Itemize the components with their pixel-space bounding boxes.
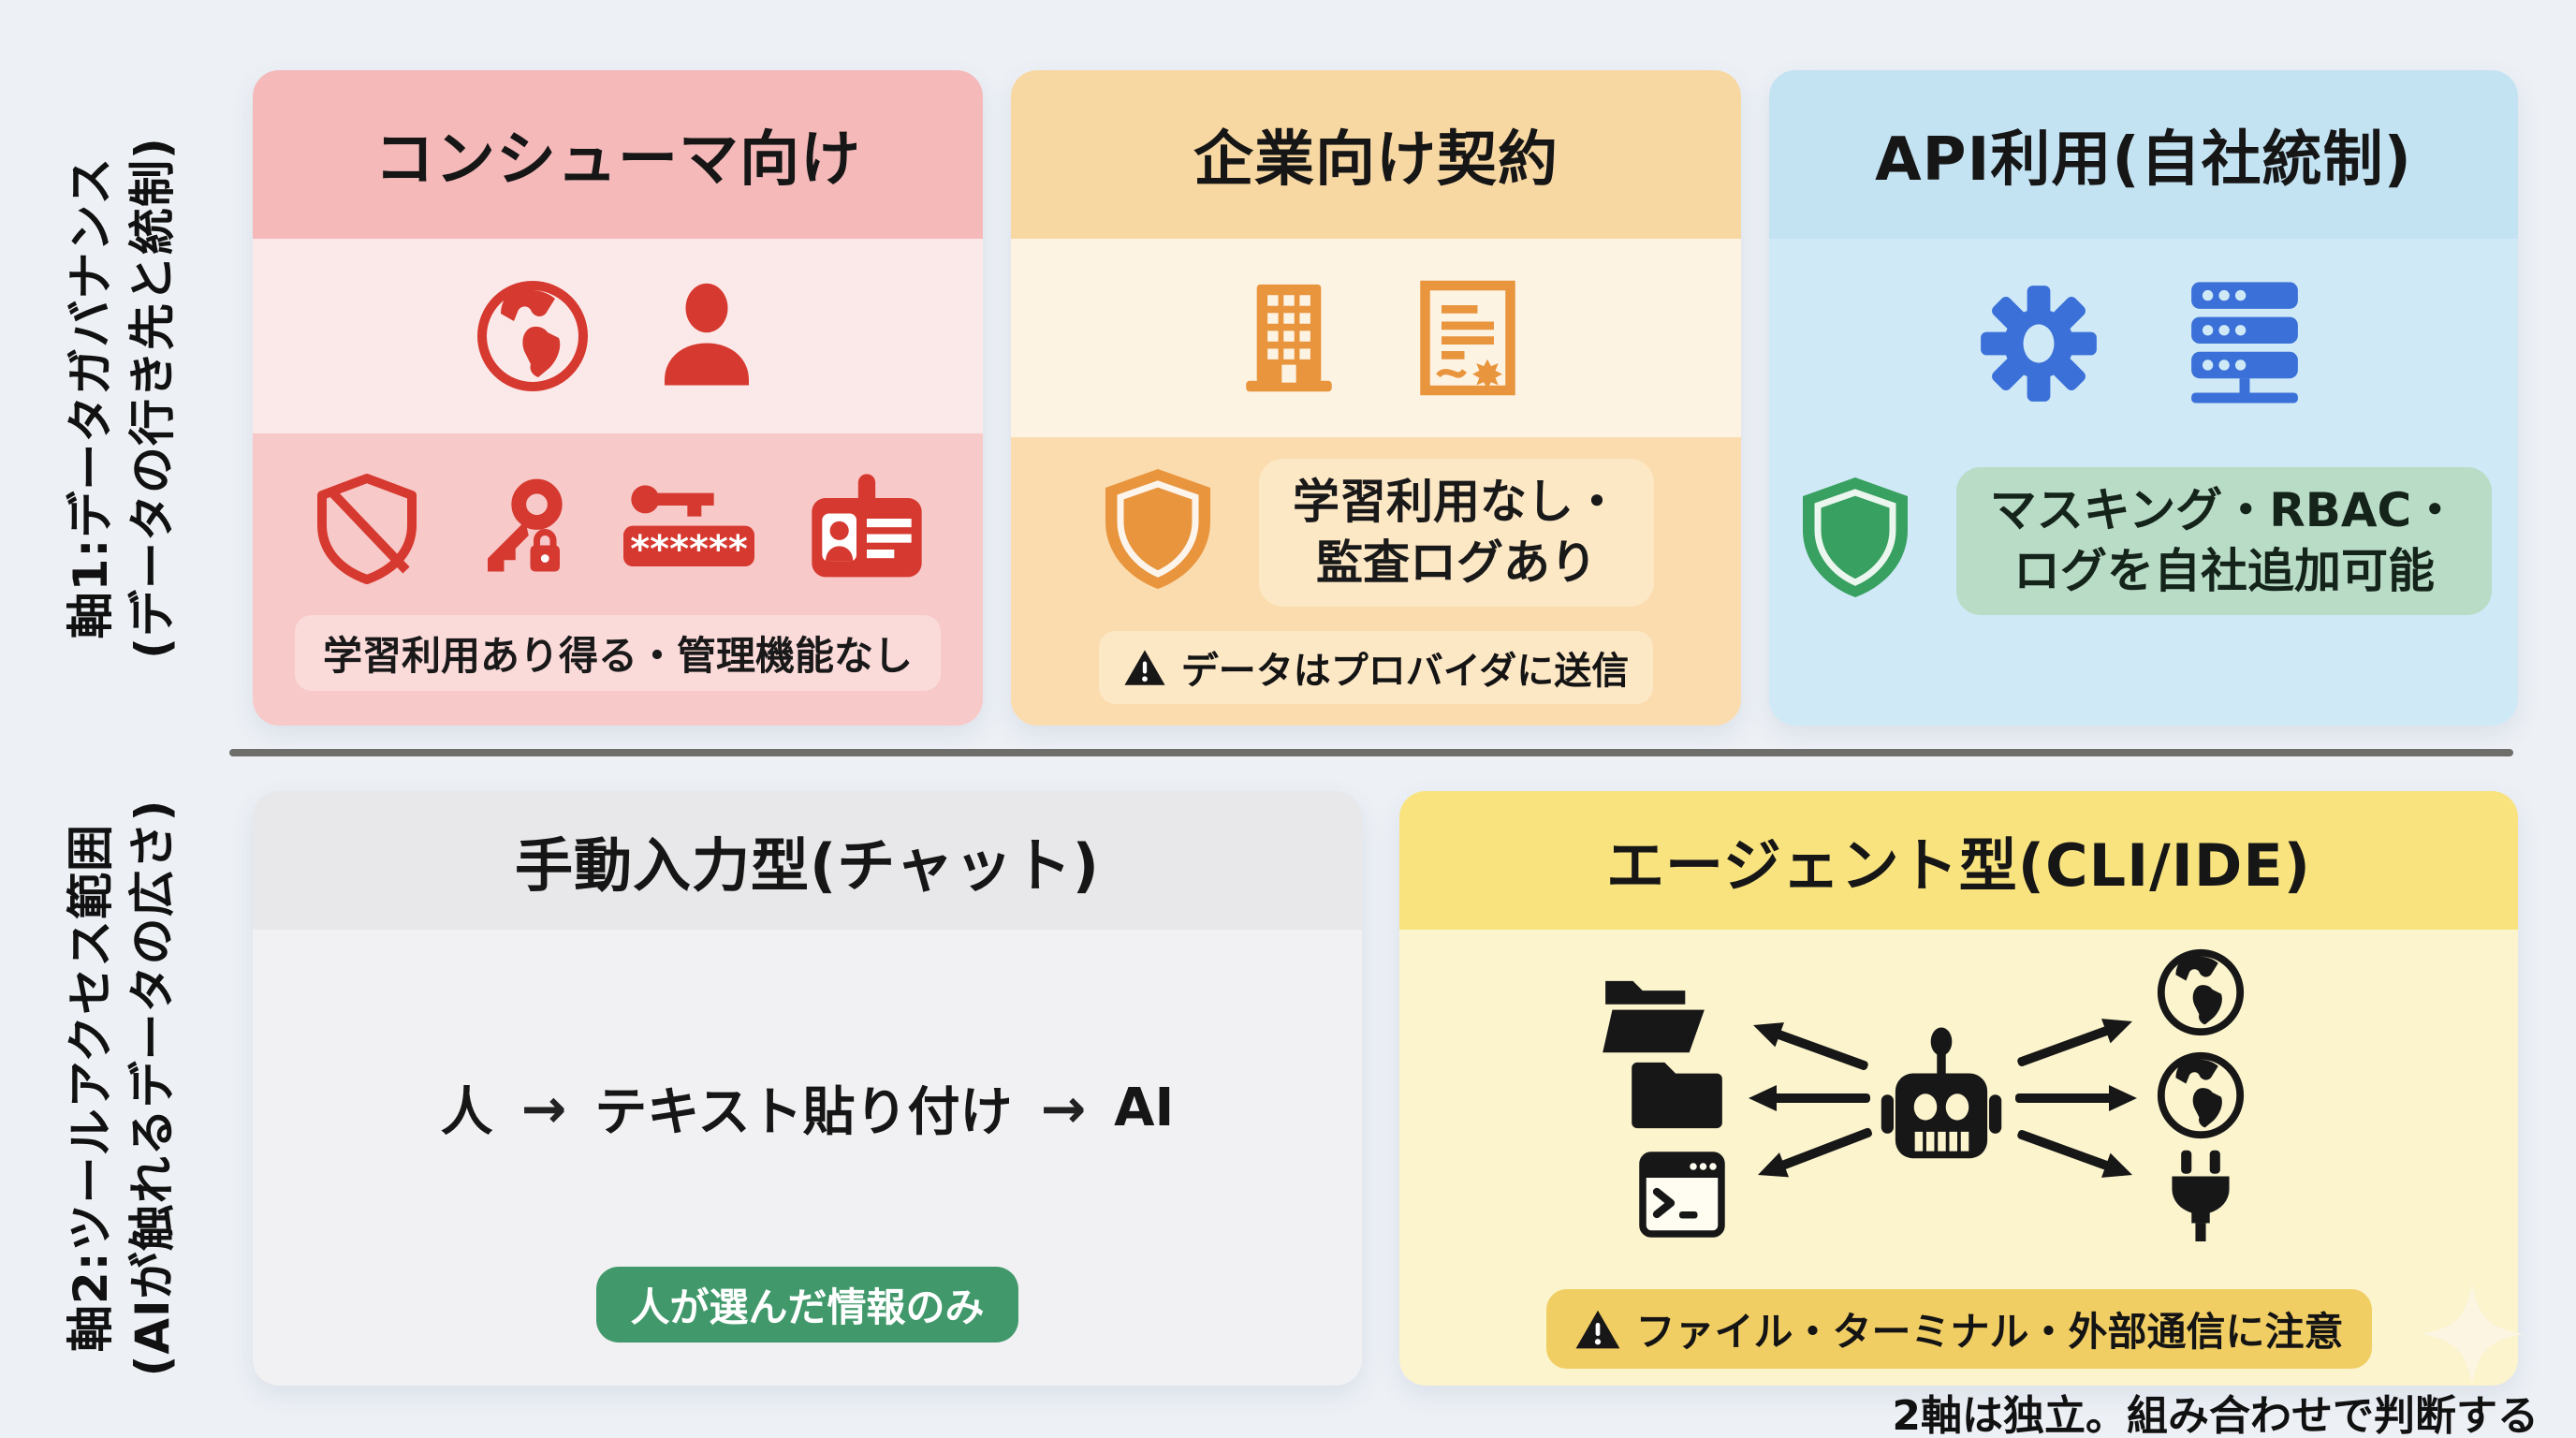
gear-icon [1977,282,2100,405]
flow-human-label: 人 [440,1082,493,1143]
agent-warning-badge: ファイル・ターミナル・外部通信に注意 [1545,1289,2372,1369]
consumer-security-section: 学習利用あり得る・管理機能なし [253,433,983,726]
card-manual: 手動入力型(チャット) 人 → テキスト貼り付け → AI 人が選んだ情報のみ [253,791,1362,1386]
id-card-icon [805,474,929,584]
consumer-badge: 学習利用あり得る・管理機能なし [294,614,941,691]
card-enterprise: 企業向け契約 学習利用なし・ 監査ログあり データはプロバイダに送信 [1011,70,1741,726]
arrow-icon [2013,1121,2137,1188]
enterprise-warning-badge: データはプロバイダに送信 [1098,631,1654,704]
arrow-icon [1752,1119,1877,1188]
flow-paste-label: テキスト貼り付け [594,1082,1013,1143]
password-icon [614,478,764,580]
robot-icon [1881,1027,2002,1159]
globe-icon [2161,953,2240,1032]
api-badge: マスキング・RBAC・ ログを自社追加可能 [1955,467,2493,615]
server-icon [2179,278,2310,409]
card-api-title: API利用(自社統制) [1769,70,2518,239]
axis2-label: 軸2:ツールアクセス範囲 (AIが触れるデータの広さ) [0,760,243,1416]
enterprise-policy-badge: 学習利用なし・ 監査ログあり [1259,459,1654,607]
folder-icon [1632,1062,1722,1129]
sparkle-icon [2421,1283,2524,1386]
axis1-title: 軸1:データガバナンス [64,156,118,639]
agent-body-section: ファイル・ターミナル・外部通信に注意 [1399,930,2518,1386]
agent-diagram [1603,939,2474,1241]
card-api: API利用(自社統制) マスキング・RBAC・ ログを自社追加可能 [1769,70,2518,726]
selected-info-pill: 人が選んだ情報のみ [596,1267,1018,1343]
manual-body-section: 人 → テキスト貼り付け → AI 人が選んだ情報のみ [253,930,1362,1386]
card-manual-title: 手動入力型(チャット) [253,791,1362,930]
card-consumer: コンシューマ向け 学習利用あり得る・管理機能なし [253,70,983,726]
card-agent: エージェント型(CLI/IDE) ファイル・ターミナル・外部通信に注意 [1399,791,2518,1386]
manual-flow: 人 → テキスト貼り付け → AI [441,1070,1175,1146]
shield-slash-icon [307,469,427,589]
plug-icon [2172,1150,2230,1241]
footer-note: 2軸は独立。組み合わせで判断する [1892,1392,2539,1438]
consumer-icon-section [253,239,983,433]
building-icon [1232,281,1346,395]
flow-arrow-icon: → [520,1076,567,1140]
axis1-subtitle: (データの行き先と統制) [125,137,180,659]
axis2-title: 軸2:ツールアクセス範囲 [64,823,118,1353]
terminal-icon [1643,1155,1721,1234]
card-enterprise-title: 企業向け契約 [1011,70,1741,239]
enterprise-icon-section [1011,239,1741,437]
card-agent-title: エージェント型(CLI/IDE) [1399,791,2518,930]
shield-icon-green [1795,474,1915,609]
globe-icon [473,276,593,396]
api-body-section: マスキング・RBAC・ ログを自社追加可能 [1769,239,2518,726]
shield-icon [1098,465,1218,600]
arrow-icon [1749,1085,1870,1111]
enterprise-policy-section: 学習利用なし・ 監査ログあり データはプロバイダに送信 [1011,437,1741,726]
folder-open-icon [1603,980,1705,1053]
arrow-icon [2015,1085,2137,1111]
user-icon [651,280,763,392]
arrow-icon [1749,1012,1872,1079]
globe-icon [2161,1056,2240,1135]
axis-divider [229,749,2513,756]
contract-icon [1415,279,1520,397]
key-lock-icon [468,477,573,581]
warning-triangle-icon [1123,648,1166,687]
axis2-subtitle: (AIが触れるデータの広さ) [125,799,180,1377]
warning-triangle-icon [1573,1308,1620,1351]
axis1-label: 軸1:データガバナンス (データの行き先と統制) [0,70,243,726]
card-consumer-title: コンシューマ向け [253,70,983,239]
flow-arrow-icon: → [1040,1076,1087,1140]
flow-ai-label: AI [1114,1078,1175,1138]
arrow-icon [2013,1008,2137,1076]
